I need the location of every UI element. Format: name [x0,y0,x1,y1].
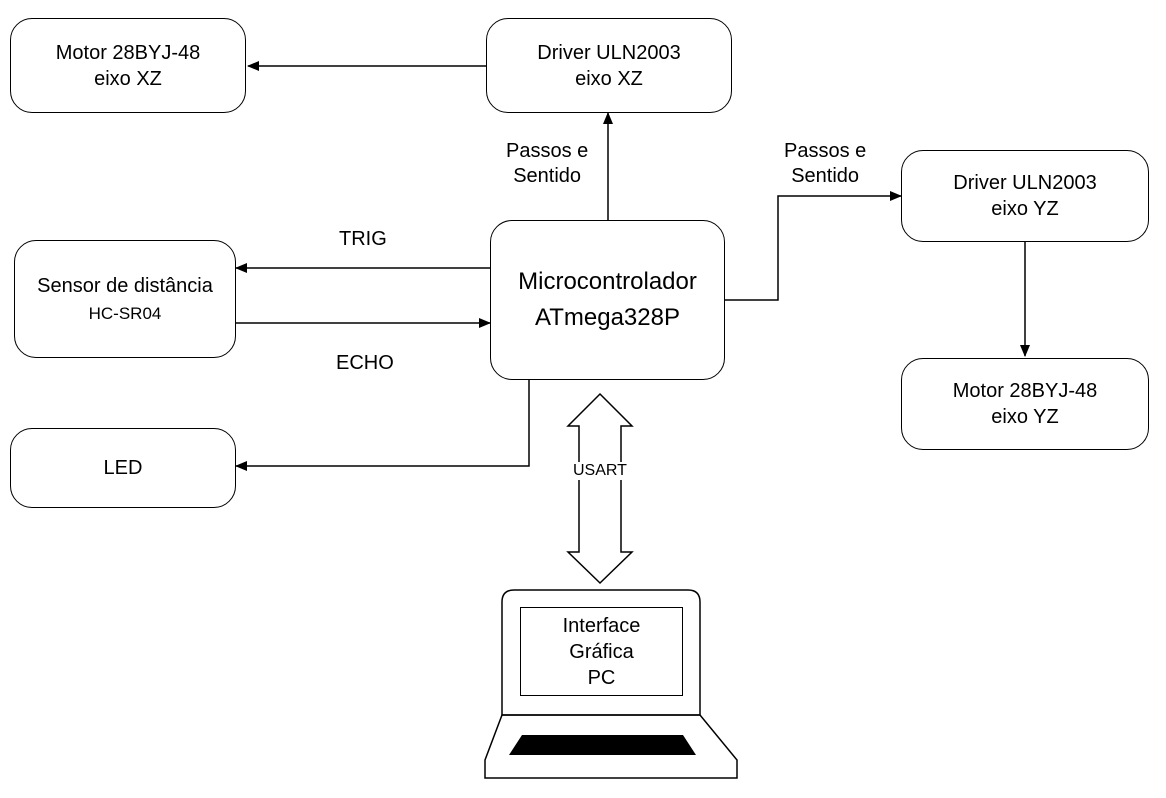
motor-yz-box: Motor 28BYJ-48 eixo YZ [901,358,1149,450]
sensor-line2: HC-SR04 [88,303,162,323]
laptop-keyboard [509,735,696,755]
label-usart: USART [573,462,627,480]
motor-xz-line1: Motor 28BYJ-48 [55,41,201,64]
label-steps-yz-line1: Passos e [784,140,867,162]
driver-yz-box: Driver ULN2003 eixo YZ [901,150,1149,242]
label-trig: TRIG [339,228,387,250]
arrow-mcu-to-driver-yz [725,191,902,301]
mcu-line1: Microcontrolador [518,268,697,295]
motor-yz-line2: eixo YZ [991,406,1059,428]
label-echo: ECHO [336,352,394,374]
led-label: LED [103,457,143,479]
pc-line3: PC [587,666,616,689]
driver-xz-line1: Driver ULN2003 [537,41,681,64]
led-box: LED [10,428,236,508]
usart-double-arrow [566,392,634,585]
mcu-line2: ATmega328P [535,304,680,331]
driver-yz-line1: Driver ULN2003 [953,172,1097,194]
microcontroller-box: Microcontrolador ATmega328P [490,220,725,380]
driver-yz-line2: eixo YZ [991,198,1059,220]
sensor-box: Sensor de distância HC-SR04 [14,240,236,358]
motor-xz-box: Motor 28BYJ-48 eixo XZ [10,18,246,113]
motor-xz-line2: eixo XZ [94,67,162,90]
label-steps-direction-xz: Passos e Sentido [506,139,588,189]
pc-line1: Interface [562,614,641,637]
pc-line2: Gráfica [569,640,634,663]
driver-xz-box: Driver ULN2003 eixo XZ [486,18,732,113]
laptop-base [484,714,738,779]
arrow-mcu-to-led [235,380,530,471]
motor-yz-line1: Motor 28BYJ-48 [952,380,1098,402]
driver-xz-line2: eixo XZ [575,67,643,90]
sensor-line1: Sensor de distância [37,274,213,297]
label-steps-yz-line2: Sentido [791,165,860,187]
label-steps-xz-line1: Passos e [506,140,589,162]
label-steps-direction-yz: Passos e Sentido [784,139,866,189]
laptop-lid [501,589,701,716]
label-steps-xz-line2: Sentido [513,165,582,187]
laptop-screen: Interface Gráfica PC [520,607,683,696]
